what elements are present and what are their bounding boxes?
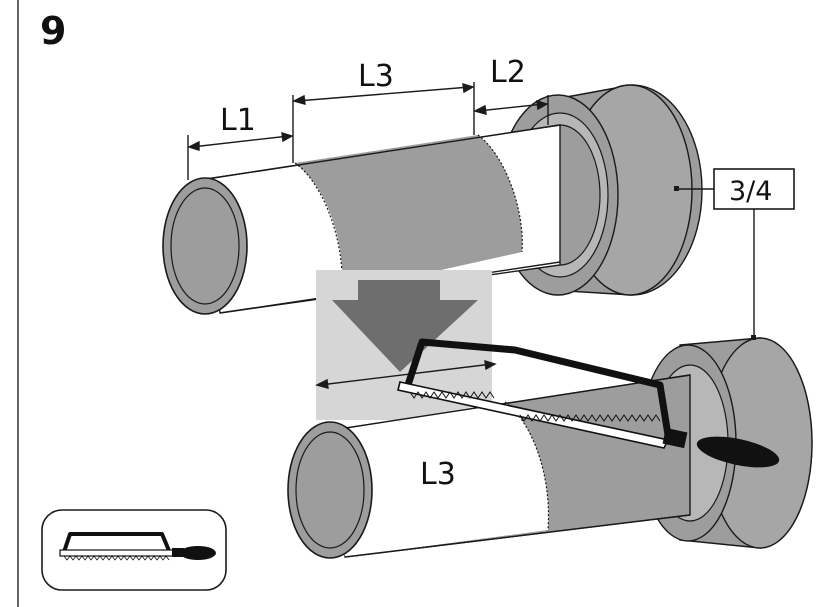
hacksaw-handle	[696, 436, 780, 468]
hacksaw-icon	[41, 509, 227, 591]
bottom-pipe	[287, 374, 691, 559]
part-reference-callout: 3/4	[674, 168, 795, 340]
bottom-pipe-assembly: L3	[287, 337, 813, 559]
dimension-label-l1: L1	[220, 103, 256, 138]
part-reference-box	[713, 168, 795, 210]
hacksaw	[397, 338, 780, 468]
transferred-dimension	[315, 360, 497, 389]
step-number: 9	[40, 9, 66, 53]
hacksaw-blade	[397, 381, 670, 449]
hacksaw-ferrule	[662, 427, 688, 449]
dimension-label-l2: L2	[490, 55, 526, 90]
top-pipe-l3-segment	[295, 135, 523, 292]
bottom-pipe-l3-segment	[320, 402, 549, 557]
top-pipe-assembly: L1 L3 L2	[162, 55, 703, 315]
bottom-segment-label-l3: L3	[420, 457, 456, 492]
dimension-lines	[187, 82, 549, 180]
down-arrow	[332, 280, 478, 372]
dimension-label-l3: L3	[358, 59, 394, 94]
top-pipe	[162, 124, 561, 315]
part-reference-label: 3/4	[729, 176, 772, 207]
